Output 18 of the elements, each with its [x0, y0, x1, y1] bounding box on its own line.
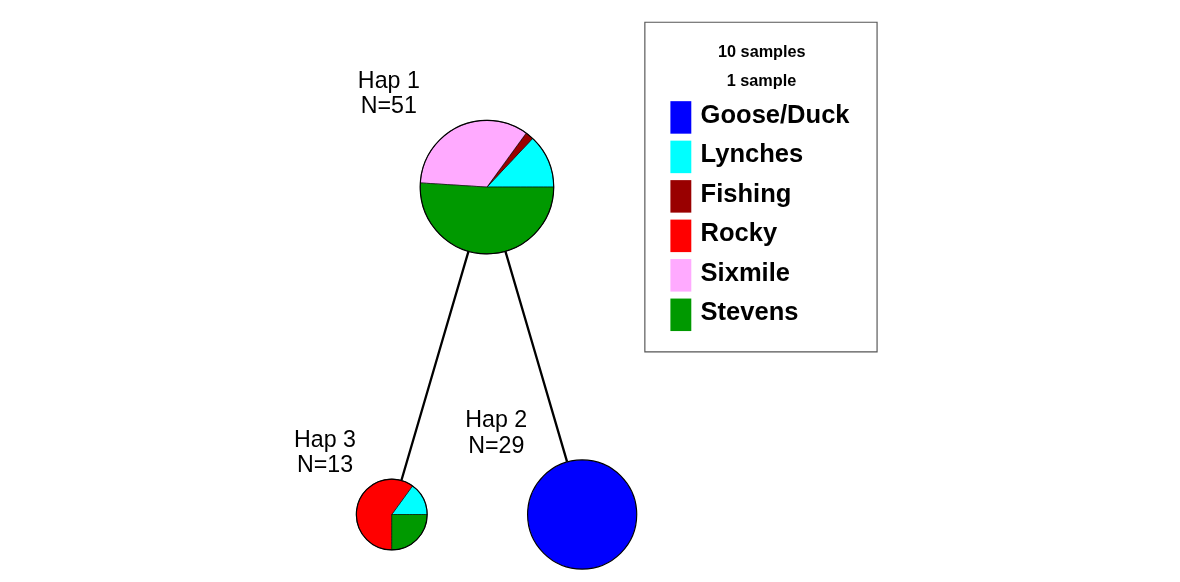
node-label: N=51 [360, 92, 417, 119]
node-label: Hap 3 [294, 425, 356, 452]
legend-label: Stevens [700, 297, 799, 326]
node-box [644, 21, 878, 353]
label: 1 sample [726, 71, 797, 90]
node-label: N=29 [468, 431, 525, 458]
connector [400, 251, 470, 481]
node-circle [527, 459, 638, 570]
legend-label: Fishing [700, 178, 792, 207]
legend-label: Lynches [700, 139, 804, 168]
connector [504, 251, 569, 462]
node-label: N=13 [296, 451, 354, 478]
legend-label: Sixmile [700, 257, 791, 286]
legend-label: Rocky [700, 218, 778, 247]
legend-label: Goose/Duck [700, 99, 850, 128]
node-label: Hap 2 [465, 406, 528, 433]
label: 10 samples [718, 42, 806, 61]
node-label: Hap 1 [357, 66, 420, 93]
